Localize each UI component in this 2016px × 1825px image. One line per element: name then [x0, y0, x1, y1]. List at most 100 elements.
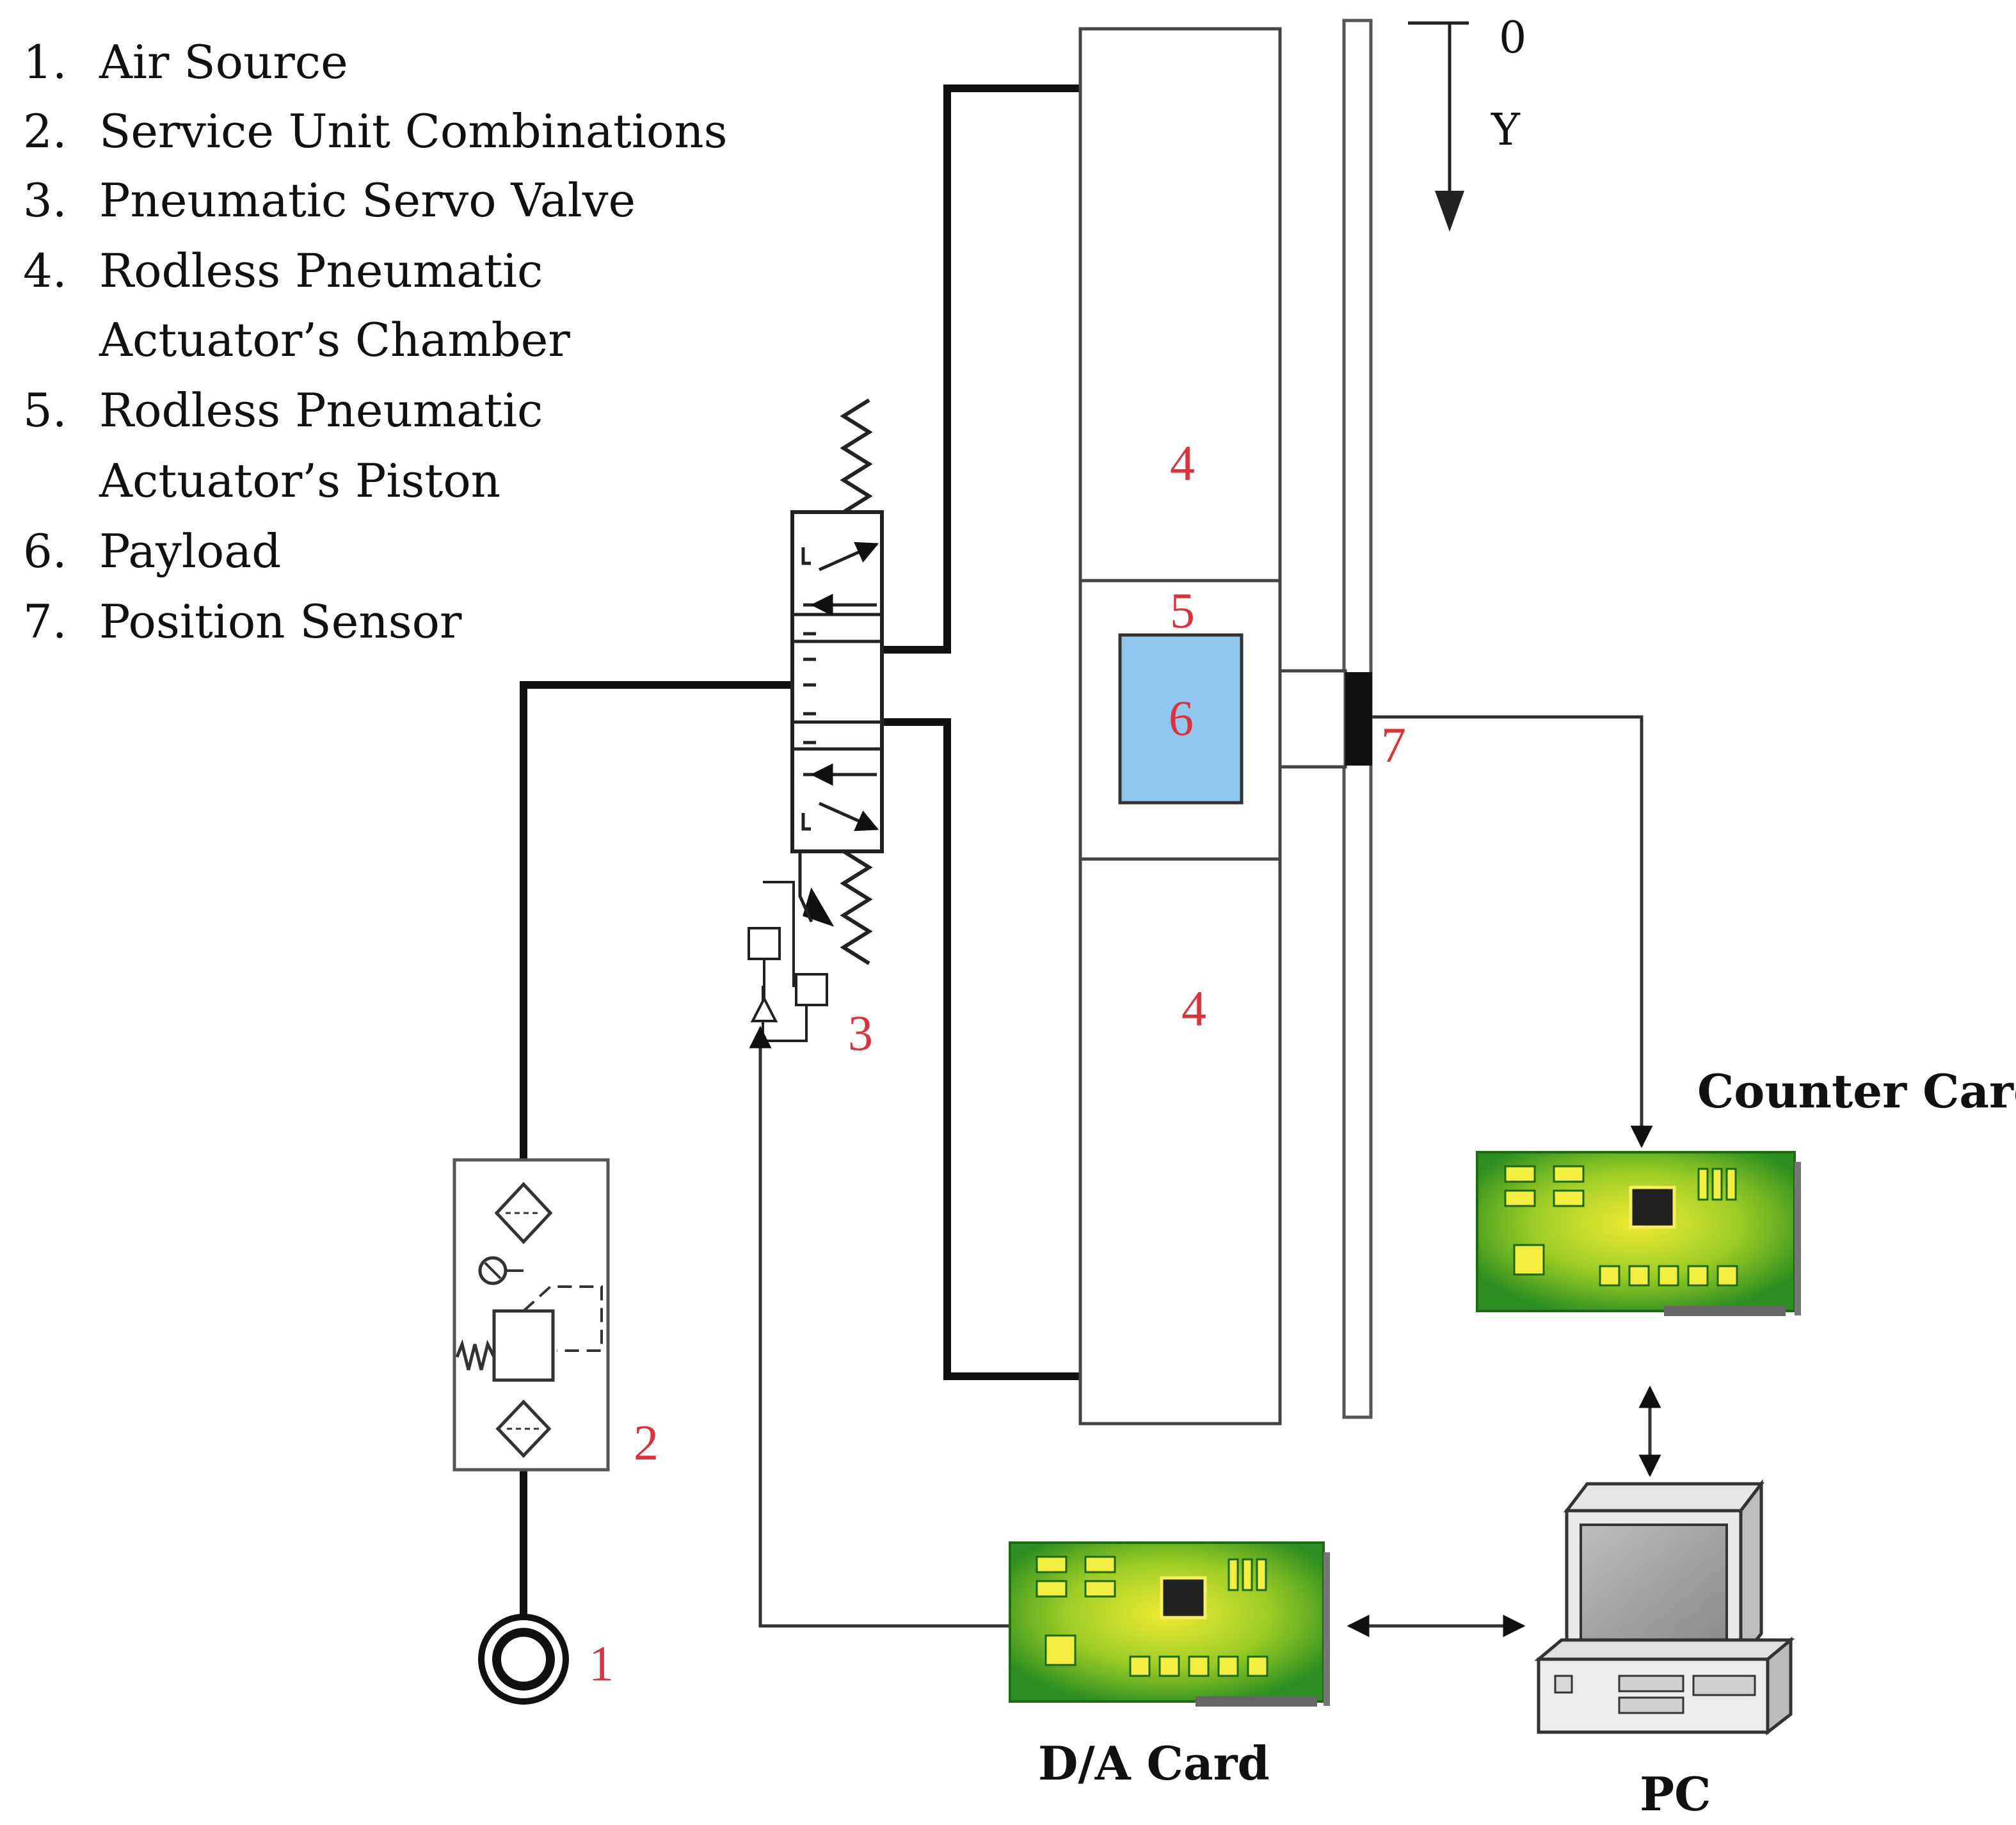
sensor-bracket: [1278, 669, 1347, 769]
legend-label-chamber-line2: Actuator’s Chamber: [99, 313, 570, 367]
da-card-port-4: [1217, 1655, 1239, 1677]
da-card-bracket: [1324, 1552, 1330, 1706]
da-card-port-3: [1188, 1655, 1210, 1677]
counter-card-edge: [1664, 1306, 1786, 1316]
counter-card-pad-3: [1553, 1165, 1585, 1183]
counter-card-pin-3: [1725, 1168, 1737, 1201]
y-axis: [1408, 21, 1469, 232]
actuator-chamber-upper: [1078, 27, 1282, 583]
legend-num-1: 1.: [23, 35, 67, 89]
actuator-piston: [1078, 579, 1282, 861]
counter-card-chip: [1629, 1186, 1676, 1229]
legend-label-service-unit: Service Unit Combinations: [99, 104, 728, 158]
valve-bottom-spring-icon: [840, 849, 873, 965]
pilot-box-upper: [748, 927, 781, 960]
pilot-triangle-icon: [750, 995, 778, 1022]
valve-port-marks: [801, 547, 816, 831]
drive-bay-2: [1618, 1696, 1684, 1714]
y-axis-zero-label: 0: [1499, 13, 1526, 63]
legend-num-7: 7.: [23, 595, 67, 648]
da-card-label: D/A Card: [1038, 1736, 1270, 1790]
servo-valve: [748, 398, 884, 1042]
regulator-spring-icon: [455, 1339, 496, 1371]
lower-chamber-line: [882, 718, 1080, 1380]
y-axis-label: Y: [1491, 105, 1521, 156]
sensor-head: [1345, 672, 1372, 766]
supply-to-valve-line: [520, 681, 792, 1162]
legend-num-5: 5.: [23, 383, 67, 437]
regulator-pilot-line: [522, 1285, 603, 1352]
counter-card-pin-2: [1711, 1168, 1723, 1201]
marker-5: 5: [1170, 583, 1195, 638]
legend-label-chamber-line1: Rodless Pneumatic: [99, 244, 543, 298]
da-card-pad-3: [1084, 1556, 1116, 1573]
da-card-chip: [1160, 1576, 1207, 1620]
da-card-pin-1: [1228, 1558, 1239, 1591]
da-card-pad-4: [1084, 1580, 1116, 1598]
legend-label-air-source: Air Source: [99, 35, 348, 89]
marker-1: 1: [589, 1636, 614, 1691]
service-unit: [452, 1158, 610, 1472]
marker-6: 6: [1169, 690, 1194, 746]
counter-card-pad-5: [1513, 1244, 1545, 1276]
counter-card-port-3: [1658, 1265, 1679, 1287]
da-card: [1009, 1541, 1330, 1707]
legend: 1. Air Source 2. Service Unit Combinatio…: [23, 35, 728, 648]
monitor-screen: [1580, 1524, 1728, 1645]
monitor-side: [1739, 1479, 1763, 1664]
counter-card-pin-1: [1697, 1168, 1709, 1201]
counter-card-pad-1: [1504, 1165, 1536, 1183]
da-card-port-5: [1247, 1655, 1268, 1677]
marker-4-lower: 4: [1181, 981, 1206, 1036]
da-card-pad-1: [1036, 1556, 1068, 1573]
legend-label-servo-valve: Pneumatic Servo Valve: [99, 173, 636, 227]
marker-4-upper: 4: [1170, 435, 1195, 491]
legend-num-2: 2.: [23, 104, 67, 158]
actuator-chamber-lower: [1078, 857, 1282, 1426]
da-card-pin-3: [1256, 1558, 1267, 1591]
solenoid-arrow-icon: [803, 887, 835, 927]
base-top: [1534, 1638, 1795, 1661]
payload-block: [1118, 633, 1244, 805]
counter-card-port-4: [1687, 1265, 1709, 1287]
drive-bay-1: [1618, 1675, 1684, 1692]
rodless-actuator: [1078, 27, 1282, 1426]
regulator-icon: [492, 1309, 555, 1382]
power-button: [1554, 1675, 1573, 1694]
legend-num-6: 6.: [23, 524, 67, 578]
legend-label-piston-line1: Rodless Pneumatic: [99, 383, 543, 437]
lubricator-icon: [495, 1399, 552, 1458]
da-card-port-1: [1129, 1655, 1151, 1677]
da-card-pad-2: [1036, 1580, 1068, 1598]
valve-flow-arrow-1: [818, 542, 879, 572]
valve-body: [790, 510, 884, 853]
solenoid-line: [798, 851, 813, 923]
gauge-icon-needle: [484, 1262, 502, 1280]
da-card-port-2: [1158, 1655, 1180, 1677]
da-card-pad-5: [1044, 1634, 1076, 1666]
counter-card-bracket: [1795, 1162, 1801, 1315]
monitor-top: [1563, 1482, 1765, 1513]
counter-card-pad-4: [1553, 1189, 1585, 1207]
marker-3: 3: [848, 1005, 873, 1061]
position-sensor: [1278, 19, 1373, 1419]
upper-chamber-line: [882, 84, 1080, 654]
da-card-edge: [1196, 1696, 1317, 1707]
pilot-box-lower: [795, 973, 828, 1006]
legend-num-3: 3.: [23, 173, 67, 227]
marker-7: 7: [1381, 717, 1406, 773]
da-to-valve-line: [749, 1025, 1010, 1628]
counter-card-label: Counter Card: [1697, 1064, 2016, 1118]
valve-top-spring-icon: [840, 398, 873, 514]
air-source-inner-ring: [492, 1628, 555, 1691]
sensor-to-counter-line: [1372, 715, 1653, 1148]
drive-bay-3: [1692, 1675, 1756, 1696]
legend-num-4: 4.: [23, 244, 67, 298]
valve-flow-arrow-4: [818, 801, 879, 832]
counter-card-port-2: [1628, 1265, 1650, 1287]
marker-2: 2: [634, 1415, 659, 1470]
counter-card-port-5: [1716, 1265, 1738, 1287]
signal-lines: [749, 715, 1661, 1637]
legend-label-position-sensor: Position Sensor: [99, 595, 462, 648]
